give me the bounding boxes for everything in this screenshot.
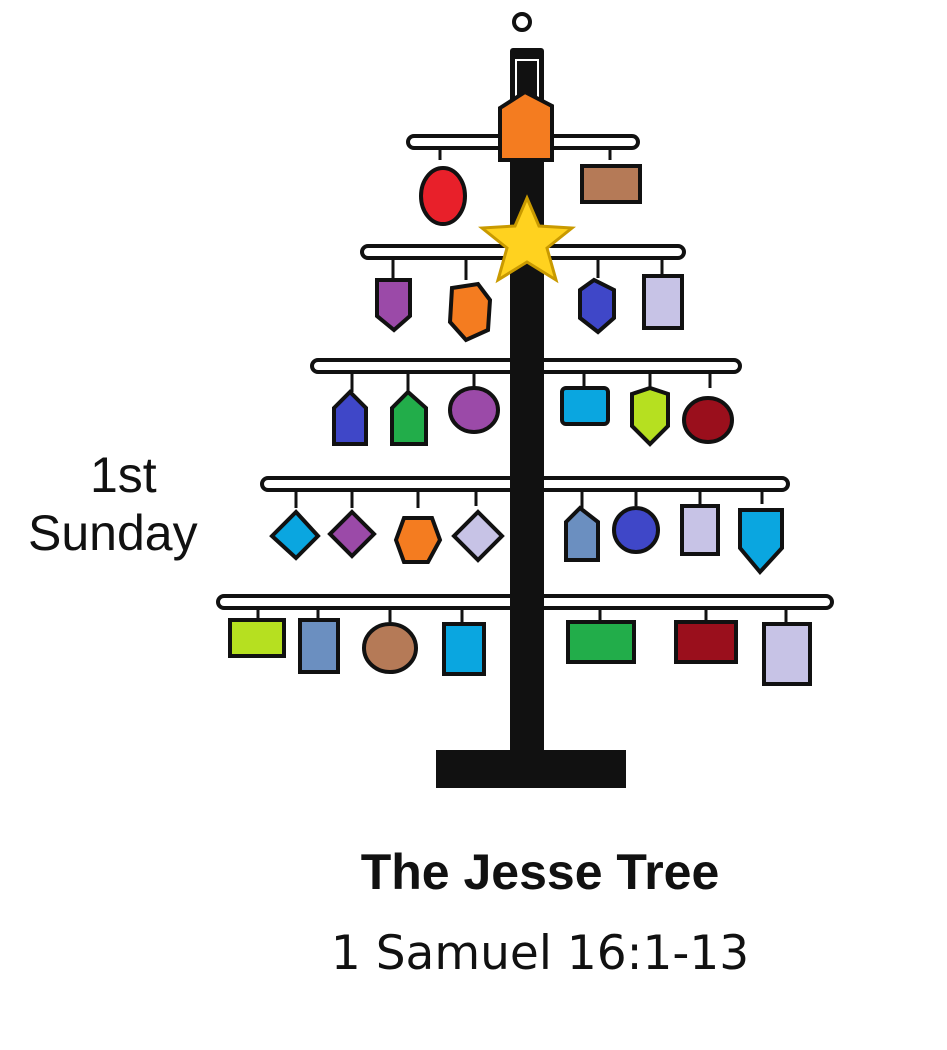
ornament-green-house bbox=[390, 389, 428, 446]
star-icon bbox=[478, 194, 576, 284]
ornament-cyan-rect-2 bbox=[442, 622, 486, 676]
ornament-lavender-diamond bbox=[451, 509, 505, 563]
ornament-darkred-rect bbox=[674, 620, 738, 664]
ornament-purple-circle bbox=[448, 386, 500, 434]
ornament-red-oval bbox=[419, 166, 467, 226]
branch-5 bbox=[216, 594, 834, 610]
sunday-label-line1: 1st bbox=[90, 447, 157, 503]
sunday-label: 1st Sunday bbox=[28, 446, 248, 562]
ornament-green-rect bbox=[566, 620, 636, 664]
ornament-slate-house bbox=[564, 505, 600, 562]
page-title: The Jesse Tree bbox=[360, 844, 720, 900]
ornament-brown-rect bbox=[580, 164, 642, 204]
ornament-blue-circle bbox=[612, 506, 660, 554]
ornament-lavender-rect bbox=[642, 274, 684, 330]
ornament-orange-oval bbox=[393, 516, 443, 564]
ornament-purple-shield bbox=[375, 278, 412, 333]
ornament-lime-shield bbox=[630, 385, 670, 447]
ornament-purple-diamond bbox=[327, 509, 377, 559]
branch-3 bbox=[310, 358, 742, 374]
ornament-cyan-rect bbox=[560, 386, 610, 426]
ornament-brown-circle bbox=[362, 622, 418, 674]
ornament-lavender-rect-2 bbox=[680, 504, 720, 556]
ornament-blue-house bbox=[332, 389, 368, 446]
branch-4 bbox=[260, 476, 790, 492]
ornament-lime-rect bbox=[228, 618, 286, 658]
sunday-label-line2: Sunday bbox=[28, 505, 198, 561]
ornament-hooks bbox=[256, 148, 788, 624]
ornament-cyan-shield bbox=[738, 508, 784, 576]
scripture-reference: 1 Samuel 16:1-13 bbox=[330, 926, 750, 981]
ornament-lavender-rect-3 bbox=[762, 622, 812, 686]
ornament-orange-shield bbox=[447, 281, 493, 343]
ornament-slate-rect bbox=[298, 618, 340, 674]
tree-base bbox=[436, 750, 626, 788]
ornament-darkred-circle bbox=[682, 396, 734, 444]
ornament-cyan-diamond bbox=[269, 509, 321, 561]
ornament-blue-shield bbox=[578, 277, 616, 335]
hanging-ring bbox=[512, 12, 532, 32]
ornament-orange-house bbox=[498, 89, 554, 162]
